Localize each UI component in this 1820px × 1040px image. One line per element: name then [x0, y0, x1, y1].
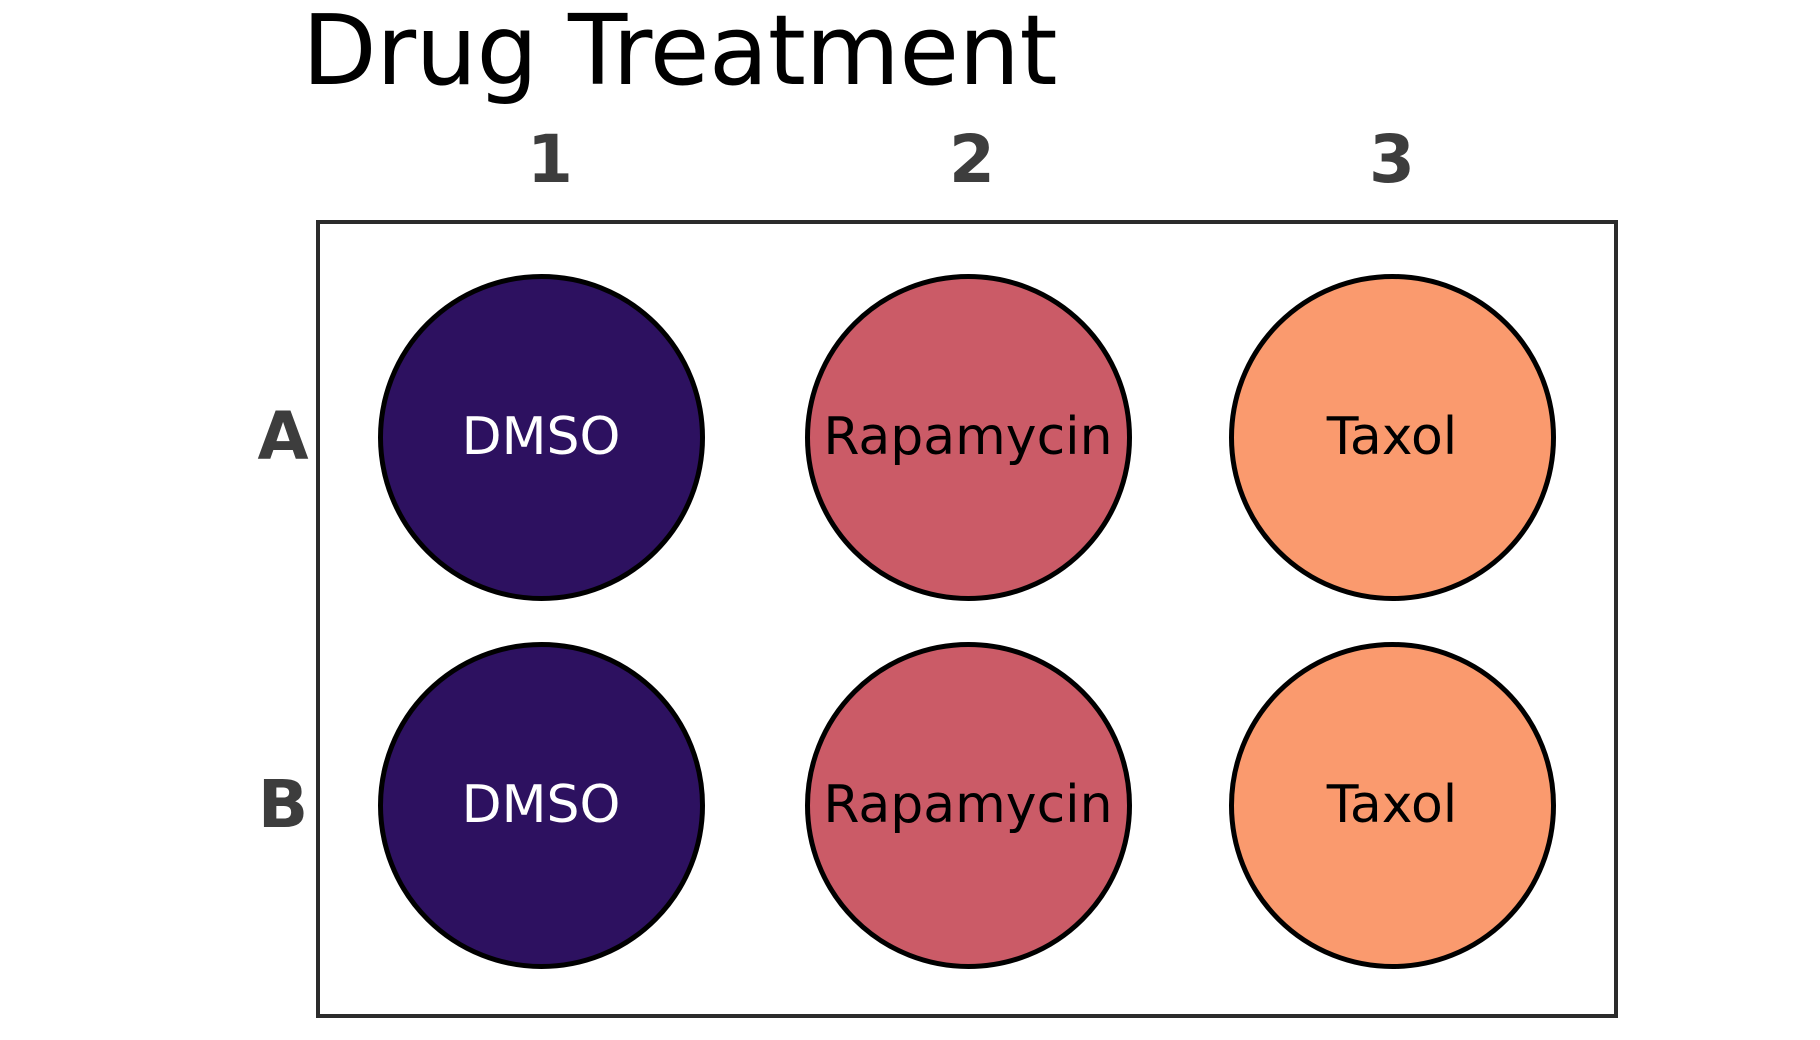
well-label-b2: Rapamycin — [823, 775, 1113, 835]
well-label-b1: DMSO — [461, 775, 621, 835]
column-header-row: 1 2 3 — [0, 122, 1820, 198]
well-label-a3: Taxol — [1326, 407, 1458, 467]
well-label-b3: Taxol — [1326, 775, 1458, 835]
well-label-a2: Rapamycin — [823, 407, 1113, 467]
column-header-3: 3 — [1369, 121, 1415, 198]
well-a1[interactable]: DMSO — [377, 273, 705, 601]
page-title: Drug Treatment — [302, 0, 1058, 107]
well-a3[interactable]: Taxol — [1228, 273, 1556, 601]
column-header-2: 2 — [949, 121, 995, 198]
row-header-b: B — [257, 766, 309, 843]
well-label-a1: DMSO — [461, 407, 621, 467]
column-header-1: 1 — [527, 121, 573, 198]
well-b1[interactable]: DMSO — [377, 641, 705, 969]
well-b3[interactable]: Taxol — [1228, 641, 1556, 969]
row-header-a: A — [257, 398, 309, 475]
well-b2[interactable]: Rapamycin — [804, 641, 1132, 969]
well-a2[interactable]: Rapamycin — [804, 273, 1132, 601]
